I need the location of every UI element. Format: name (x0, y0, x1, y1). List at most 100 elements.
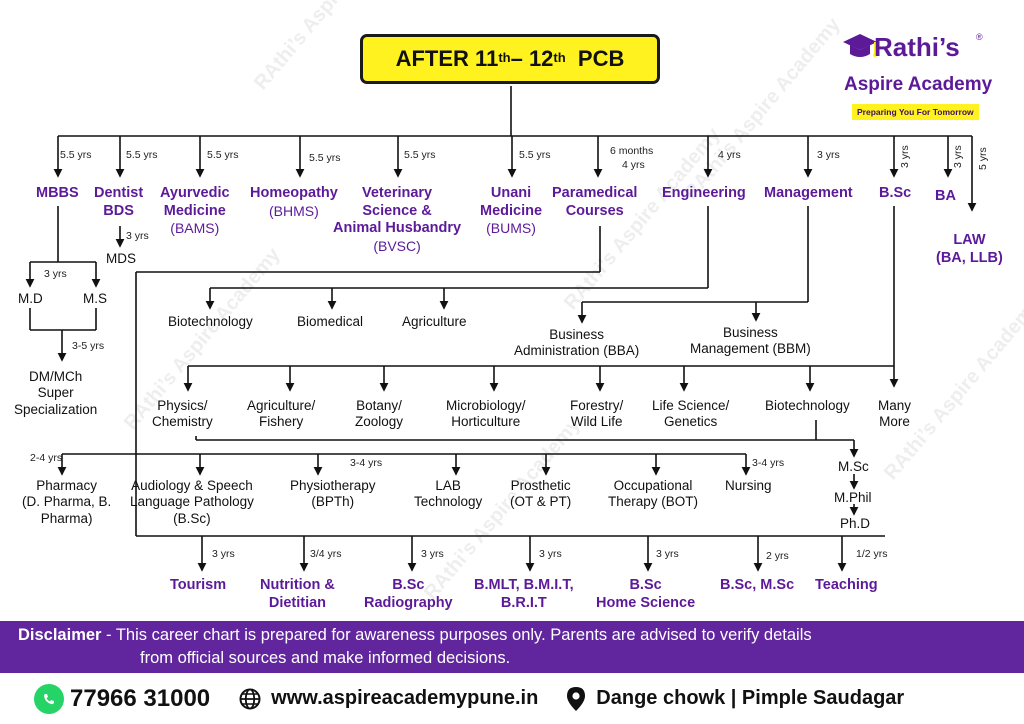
whatsapp-icon (34, 683, 64, 714)
sub-mds: MDS (106, 251, 136, 266)
sub-phd: Ph.D (840, 516, 871, 531)
course-dentist-line2: BDS (103, 202, 134, 219)
footer-location: Dange chowk | Pimple Saudagar (566, 686, 904, 712)
duration-bsc-msc: 2 yrs (766, 550, 789, 562)
sub-audiology: Audiology & Speech Language Pathology (B… (130, 478, 254, 527)
duration-pharmacy: 2-4 yrs (30, 452, 63, 464)
course-homeopathy-line1: Homeopathy (250, 185, 338, 201)
course-veterinary-line4: (BVSC) (373, 238, 421, 255)
sub-pharmacy-line2: (D. Pharma, B. (22, 494, 112, 510)
duration-law: 5 yrs (977, 147, 989, 170)
globe-icon (239, 688, 261, 709)
sub-many-line1: Many (878, 398, 912, 413)
duration-teaching: 1/2 yrs (856, 548, 888, 560)
sub-mphil: M.Phil (834, 490, 872, 505)
sub-life-line1: Life Science/ (652, 398, 730, 413)
sub-many-line2: More (879, 414, 910, 430)
sub-botany-line1: Botany/ (356, 398, 402, 413)
duration-radiography: 3 yrs (421, 548, 444, 560)
footer-website[interactable]: www.aspireacademypune.in (238, 687, 538, 711)
bottom-radiography: B.Sc Radiography (364, 577, 453, 612)
duration-tourism: 3 yrs (212, 548, 235, 560)
sub-forestry: Forestry/ Wild Life (570, 398, 623, 431)
course-unani-line2: Medicine (480, 202, 543, 219)
graduation-cap-icon (843, 34, 877, 57)
sub-physics-line2: Chemistry (152, 414, 213, 430)
title-sup-1: th (498, 49, 511, 65)
course-paramedical: Paramedical Courses (552, 185, 637, 220)
bottom-radiography-line2: Radiography (364, 594, 453, 611)
course-law: LAW (BA, LLB) (936, 232, 1003, 267)
sub-biotechnology-bsc: Biotechnology (765, 398, 850, 413)
duration-mds: 3 yrs (126, 230, 149, 242)
title-stream: PCB (565, 46, 625, 71)
sub-prosthetic-line2: (OT & PT) (510, 494, 572, 510)
bottom-tourism: Tourism (170, 577, 227, 593)
course-dentist-line1: Dentist (94, 185, 144, 201)
duration-ayurvedic: 5.5 yrs (207, 149, 239, 161)
bottom-teaching: Teaching (815, 577, 878, 593)
course-mbbs: MBBS (36, 185, 79, 201)
bottom-nutrition-line2: Dietitian (268, 594, 327, 611)
sub-bba-line1: Business (549, 327, 605, 342)
course-unani-line1: Unani (490, 185, 532, 201)
footer-contact: 77966 31000 www.aspireacademypune.in Dan… (0, 673, 1024, 724)
sub-bbm-line2: Management (BBM) (690, 341, 811, 357)
sub-forestry-line2: Wild Life (570, 414, 623, 430)
sub-physio-line2: (BPTh) (311, 494, 355, 510)
bottom-bmlt: B.MLT, B.M.I.T, B.R.I.T (474, 577, 574, 612)
disclaimer-band: Disclaimer - This career chart is prepar… (0, 621, 1024, 673)
duration-unani: 5.5 yrs (519, 149, 551, 161)
sub-life-science: Life Science/ Genetics (652, 398, 729, 431)
disclaimer-text-1: - This career chart is prepared for awar… (101, 626, 812, 644)
disclaimer-line2: from official sources and make informed … (140, 649, 511, 668)
bottom-bsc-msc: B.Sc, M.Sc (720, 577, 795, 593)
sub-physics: Physics/ Chemistry (152, 398, 213, 431)
footer-website-url: www.aspireacademypune.in (271, 687, 539, 709)
duration-paramedical-long: 4 yrs (622, 159, 645, 171)
footer-location-text: Dange chowk | Pimple Saudagar (596, 687, 905, 709)
sub-bbm-line1: Business (723, 325, 778, 340)
sub-forestry-line1: Forestry/ (570, 398, 624, 413)
course-paramedical-line1: Paramedical (552, 185, 638, 201)
course-unani: Unani Medicine (BUMS) (480, 185, 542, 237)
sub-msc: M.Sc (838, 459, 869, 474)
sub-botany: Botany/ Zoology (355, 398, 403, 431)
course-ayurvedic-line3: (BAMS) (170, 220, 220, 237)
disclaimer-label: Disclaimer (18, 626, 102, 644)
sub-occupational: Occupational Therapy (BOT) (608, 478, 698, 511)
sub-occupational-line1: Occupational (613, 478, 693, 493)
sub-agri-line2: Fishery (259, 414, 304, 430)
logo-registered: ® (976, 32, 983, 42)
sub-physics-line1: Physics/ (157, 398, 208, 413)
course-engineering: Engineering (662, 185, 746, 201)
sub-agri-line1: Agriculture/ (247, 398, 316, 413)
duration-ba: 3 yrs (952, 145, 964, 168)
sub-bba: Business Administration (BBA) (514, 327, 639, 360)
duration-physiotherapy: 3-4 yrs (350, 457, 383, 469)
course-ba: BA (935, 188, 956, 204)
duration-dm: 3-5 yrs (72, 340, 105, 352)
sub-many-more: Many More (878, 398, 911, 431)
duration-mbbs: 5.5 yrs (60, 149, 92, 161)
sub-bba-line2: Administration (BBA) (514, 343, 640, 359)
sub-audio-line1: Audiology & Speech (131, 478, 253, 493)
sub-lab-line2: Technology (414, 494, 483, 510)
course-homeopathy-line2: (BHMS) (269, 202, 319, 219)
sub-life-line2: Genetics (664, 414, 718, 430)
footer-phone[interactable]: 77966 31000 (34, 683, 210, 714)
course-veterinary-line1: Veterinary (361, 185, 433, 201)
bottom-radiography-line1: B.Sc (392, 577, 425, 593)
sub-pharmacy-line1: Pharmacy (36, 478, 98, 493)
bottom-home-science: B.Sc Home Science (596, 577, 695, 612)
bottom-home-line2: Home Science (596, 594, 696, 611)
duration-veterinary: 5.5 yrs (404, 149, 436, 161)
sub-lab-line1: LAB (435, 478, 461, 493)
logo-name: Rathi’s (874, 32, 960, 62)
course-law-line1: LAW (953, 232, 986, 248)
course-ayurvedic: Ayurvedic Medicine (BAMS) (160, 185, 230, 237)
course-ayurvedic-line1: Ayurvedic (160, 185, 230, 201)
course-dentist: Dentist BDS (94, 185, 143, 220)
